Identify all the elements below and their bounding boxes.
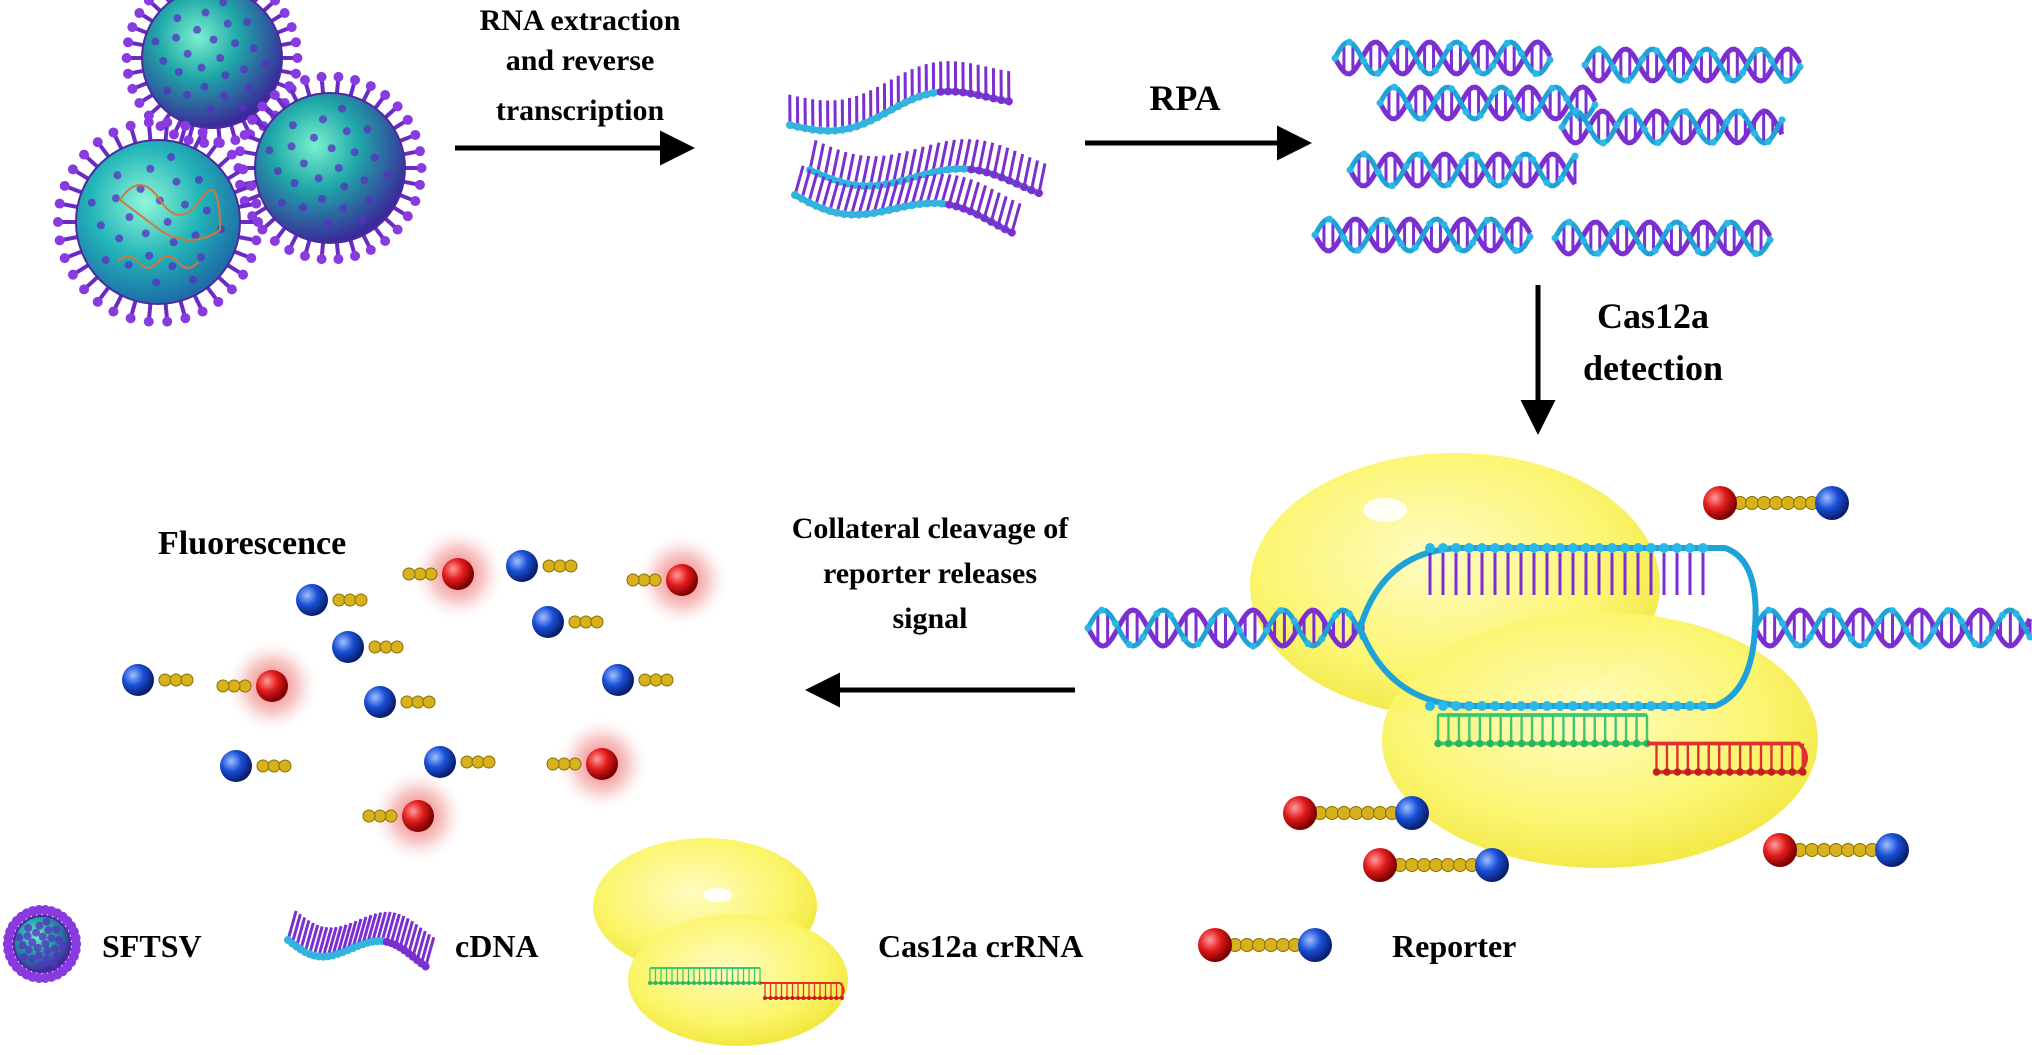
label-collateral-line1: Collateral cleavage of [792, 512, 1070, 545]
rpa-amplicon-4 [1558, 107, 1786, 147]
cdna-strand-2 [806, 138, 1047, 198]
label-rpa: RPA [1149, 78, 1220, 118]
reporter-probe-intact-1 [1703, 486, 1849, 520]
legend-label-cas12a-crrna: Cas12a crRNA [878, 928, 1083, 964]
cleaved-quencher-7 [602, 664, 674, 696]
reporter-probe-intact-4 [1763, 833, 1909, 867]
label-collateral-line3: signal [892, 602, 967, 635]
target-dna-right [1751, 606, 2032, 650]
reporter-probe-intact-3 [1363, 848, 1509, 882]
virus-particle-genome [52, 117, 264, 327]
cleaved-quencher-9 [424, 746, 496, 778]
cdna-strand-1 [786, 61, 1013, 135]
label-step1-line2: and reverse [506, 44, 655, 77]
legend-cdna-icon [284, 910, 436, 971]
rpa-amplicon-5 [1346, 150, 1579, 190]
legend-label-reporter: Reporter [1392, 928, 1516, 964]
cdna-strand-3 [791, 165, 1022, 237]
rpa-amplicon-6 [1311, 215, 1534, 255]
legend-crrna-icon [648, 967, 845, 1000]
target-dna-r-loop [1357, 543, 1759, 711]
label-step1-line3: transcription [496, 94, 665, 127]
cleaved-fluorophore-3 [216, 670, 288, 702]
virus-particle-right [233, 71, 427, 265]
cleaved-quencher-1 [296, 584, 368, 616]
target-dna-left [1084, 606, 1367, 650]
cleaved-fluorophore-5 [362, 800, 434, 832]
cleaved-fluorophore-4 [546, 748, 618, 780]
legend-reporter-icon [1198, 928, 1332, 962]
cas12a-complex [1084, 453, 2032, 868]
rpa-amplicon-2 [1581, 45, 1804, 85]
cleaved-quencher-5 [364, 686, 436, 718]
label-step1-line1: RNA extraction [480, 4, 681, 37]
reporter-probe-intact-2 [1283, 796, 1429, 830]
label-collateral-line2: reporter releases [823, 557, 1037, 590]
rpa-amplicon-7 [1551, 218, 1774, 258]
cleaved-fluorophore-2 [626, 564, 698, 596]
cleaved-quencher-8 [220, 750, 292, 782]
legend-cas12a-icon [593, 838, 848, 1046]
rpa-amplicon-3 [1376, 83, 1599, 123]
rpa-amplicon-1 [1331, 38, 1554, 78]
cleaved-quencher-2 [506, 550, 578, 582]
crrna-in-complex [1434, 713, 1809, 776]
cleaved-quencher-4 [332, 631, 404, 663]
cas12a-protein-lobe-lower [1382, 612, 1818, 868]
cleaved-quencher-6 [122, 664, 194, 696]
cleaved-fluorophore-1 [402, 558, 474, 590]
legend-label-cdna: cDNA [455, 928, 539, 964]
cleaved-quencher-3 [532, 606, 604, 638]
legend-virus-icon [2, 904, 82, 984]
legend-label-sftsv: SFTSV [102, 928, 202, 964]
label-fluorescence: Fluorescence [158, 525, 346, 562]
label-detection: detection [1583, 348, 1723, 388]
label-cas12a: Cas12a [1597, 296, 1709, 336]
